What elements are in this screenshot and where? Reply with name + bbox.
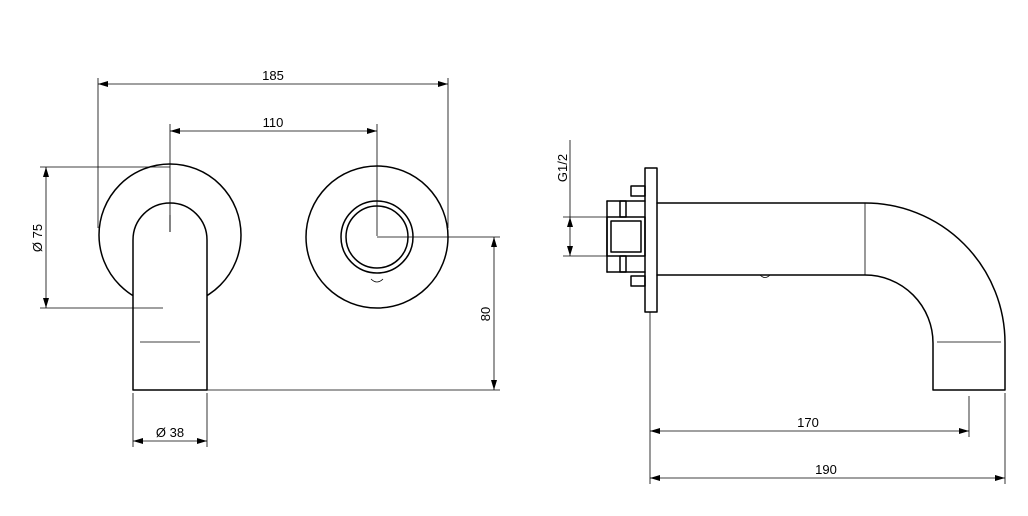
mixer-notch xyxy=(370,278,384,283)
side-fixing-body xyxy=(606,216,646,257)
side-fixing-screw-bottom xyxy=(619,255,627,273)
side-fixing-screw-top xyxy=(619,200,627,218)
side-spout-aerator xyxy=(759,274,771,278)
dim-text-38: Ø 38 xyxy=(156,425,184,440)
side-fixing-bracket-top xyxy=(630,185,646,197)
side-fixing-inner xyxy=(610,220,642,253)
dim-text-80: 80 xyxy=(478,307,493,321)
side-wall-plate xyxy=(644,167,658,313)
dim-text-170: 170 xyxy=(797,415,819,430)
front-view: 185 110 Ø 75 80 Ø 38 xyxy=(30,68,500,447)
side-view: G1/2 170 190 xyxy=(555,140,1006,484)
dim-text-75: Ø 75 xyxy=(30,224,45,252)
dim-text-190: 190 xyxy=(815,462,837,477)
dim-text-110: 110 xyxy=(263,115,284,130)
side-spout-outline xyxy=(656,202,1006,391)
spout-outline xyxy=(132,202,208,391)
side-fixing-bracket-bottom xyxy=(630,275,646,287)
dim-text-g12: G1/2 xyxy=(555,154,570,182)
dim-text-185: 185 xyxy=(262,68,284,83)
